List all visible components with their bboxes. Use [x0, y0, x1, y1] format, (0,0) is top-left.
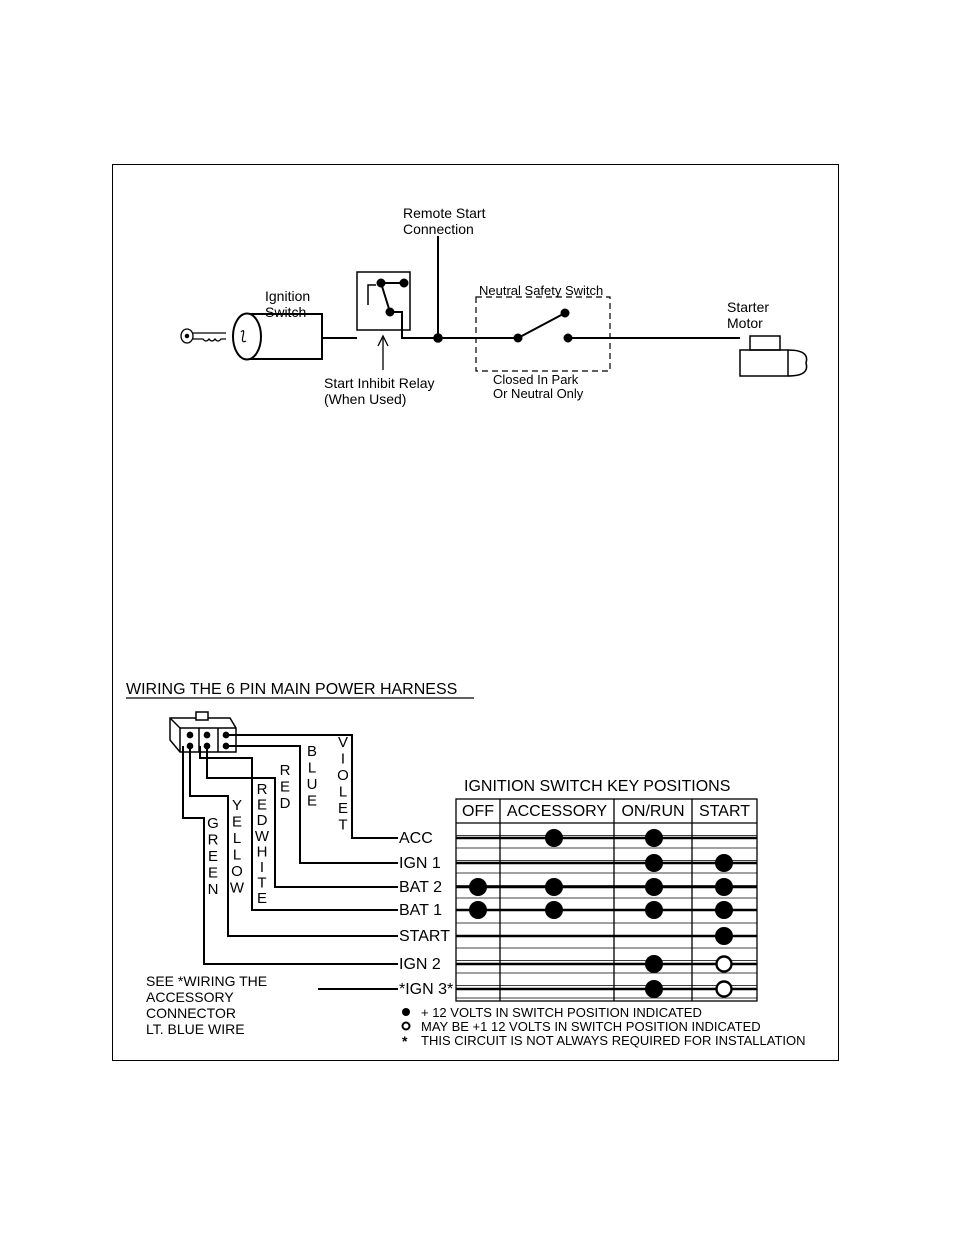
- wire-letter-red: E: [280, 779, 290, 796]
- wire-letter-violet: V: [338, 734, 348, 751]
- see-note-line-3: CONNECTOR: [146, 1005, 236, 1021]
- ignition-switch-icon: [232, 312, 323, 361]
- start-inhibit-relay-label: Start Inhibit Relay: [324, 375, 435, 391]
- voltage-dot: [715, 901, 733, 919]
- legend-text-2: MAY BE +1 12 VOLTS IN SWITCH POSITION IN…: [421, 1019, 761, 1034]
- circuit-label: ACC: [399, 830, 433, 847]
- voltage-dot: [645, 980, 663, 998]
- starter-circuit: [180, 236, 808, 377]
- wire-letter-violet: L: [339, 784, 347, 801]
- harness-wires: [182, 734, 398, 990]
- circuit-labels: ACC IGN 1 BAT 2 BAT 1 START IGN 2 *IGN 3*: [399, 830, 453, 998]
- start-inhibit-relay-label-2: (When Used): [324, 391, 406, 407]
- wire-letter-white: W: [255, 828, 270, 845]
- wire-letter-white: D: [257, 812, 268, 829]
- harness-title: WIRING THE 6 PIN MAIN POWER HARNESS: [126, 681, 457, 698]
- column-header: START: [699, 803, 750, 820]
- voltage-dot: [469, 901, 487, 919]
- neutral-safety-switch-label: Neutral Safety Switch: [479, 283, 603, 298]
- voltage-dot: [645, 829, 663, 847]
- wire-letter-green: E: [208, 848, 218, 865]
- legend-asterisk-icon: *: [402, 1033, 408, 1049]
- wire-letter-violet: O: [337, 767, 349, 784]
- wire-letter-violet: I: [341, 751, 345, 768]
- wire-letter-green: R: [208, 832, 219, 849]
- circuit-label: BAT 1: [399, 902, 442, 919]
- wire-letter-white: R: [257, 781, 268, 798]
- voltage-dot: [645, 878, 663, 896]
- column-header: ON/RUN: [621, 803, 684, 820]
- voltage-dot: [715, 927, 733, 945]
- legend-text-3: THIS CIRCUIT IS NOT ALWAYS REQUIRED FOR …: [421, 1033, 806, 1048]
- wire-letter-violet: E: [338, 800, 348, 817]
- starter-motor-label: Starter: [727, 299, 769, 315]
- circuit-label: IGN 2: [399, 956, 441, 973]
- voltage-dot: [469, 878, 487, 896]
- ignition-switch-label-2: Switch: [265, 304, 306, 320]
- key-icon: [180, 328, 226, 344]
- key-positions-title: IGNITION SWITCH KEY POSITIONS: [464, 778, 730, 795]
- circuit-label: *IGN 3*: [399, 981, 453, 998]
- wire-letter-red: R: [280, 762, 291, 779]
- circuit-label: BAT 2: [399, 879, 442, 896]
- voltage-dot: [545, 901, 563, 919]
- wire-letter-green: N: [208, 881, 219, 898]
- wire-letter-yellow: Y: [232, 797, 242, 814]
- voltage-dot: [545, 878, 563, 896]
- wire-letter-red: D: [280, 795, 291, 812]
- legend-filled-dot-icon: [402, 1008, 410, 1016]
- ignition-switch-label: Ignition: [265, 288, 310, 304]
- voltage-dot: [545, 829, 563, 847]
- diagram-frame: [112, 164, 839, 1061]
- wire-letter-blue: L: [308, 760, 316, 777]
- neutral-safety-switch-box: [475, 296, 611, 372]
- column-header: ACCESSORY: [507, 803, 608, 820]
- voltage-dot: [715, 878, 733, 896]
- maybe-voltage-circle: [715, 980, 733, 998]
- wire-letter-yellow: L: [233, 847, 241, 864]
- remote-start-label: Remote Start: [403, 205, 486, 221]
- closed-note-label: Closed In Park: [493, 372, 579, 387]
- legend-open-dot-icon: [401, 1021, 411, 1031]
- wire-letter-blue: B: [307, 743, 317, 760]
- legend: * + 12 VOLTS IN SWITCH POSITION INDICATE…: [401, 1005, 806, 1049]
- wire-letter-yellow: L: [233, 830, 241, 847]
- wire-letter-white: E: [257, 890, 267, 907]
- column-header: OFF: [462, 803, 494, 820]
- harness-connector-icon: [169, 711, 237, 753]
- circuit-label: START: [399, 928, 450, 945]
- voltage-dot: [645, 955, 663, 973]
- see-note-line-4: LT. BLUE WIRE: [146, 1021, 245, 1037]
- remote-start-label-2: Connection: [403, 221, 474, 237]
- table-border: [455, 798, 758, 1002]
- see-note-line-2: ACCESSORY: [146, 989, 234, 1005]
- legend-text-1: + 12 VOLTS IN SWITCH POSITION INDICATED: [421, 1005, 702, 1020]
- see-note-line-1: SEE *WIRING THE: [146, 973, 267, 989]
- wire-letter-yellow: W: [230, 880, 245, 897]
- wire-letter-yellow: O: [231, 863, 243, 880]
- key-positions-table: OFF ACCESSORY ON/RUN START: [455, 798, 758, 1002]
- voltage-dot: [715, 854, 733, 872]
- starter-motor-label-2: Motor: [727, 315, 763, 331]
- wire-letter-violet: T: [338, 817, 347, 834]
- voltage-dot: [645, 854, 663, 872]
- circuit-label: IGN 1: [399, 855, 441, 872]
- wire-letter-white: T: [257, 875, 266, 892]
- wire-letter-white: H: [257, 843, 268, 860]
- wire-letter-green: G: [207, 815, 219, 832]
- wire-letter-blue: E: [307, 793, 317, 810]
- wire-letter-white: I: [260, 859, 264, 876]
- start-inhibit-relay-icon: [356, 271, 438, 370]
- wire-letter-green: E: [208, 865, 218, 882]
- starter-motor-icon: [739, 335, 808, 377]
- closed-note-label-2: Or Neutral Only: [493, 386, 584, 401]
- wire-letter-blue: U: [307, 776, 318, 793]
- maybe-voltage-circle: [715, 955, 733, 973]
- voltage-dot: [645, 901, 663, 919]
- wire-letter-white: E: [257, 797, 267, 814]
- wire-letter-yellow: E: [232, 814, 242, 831]
